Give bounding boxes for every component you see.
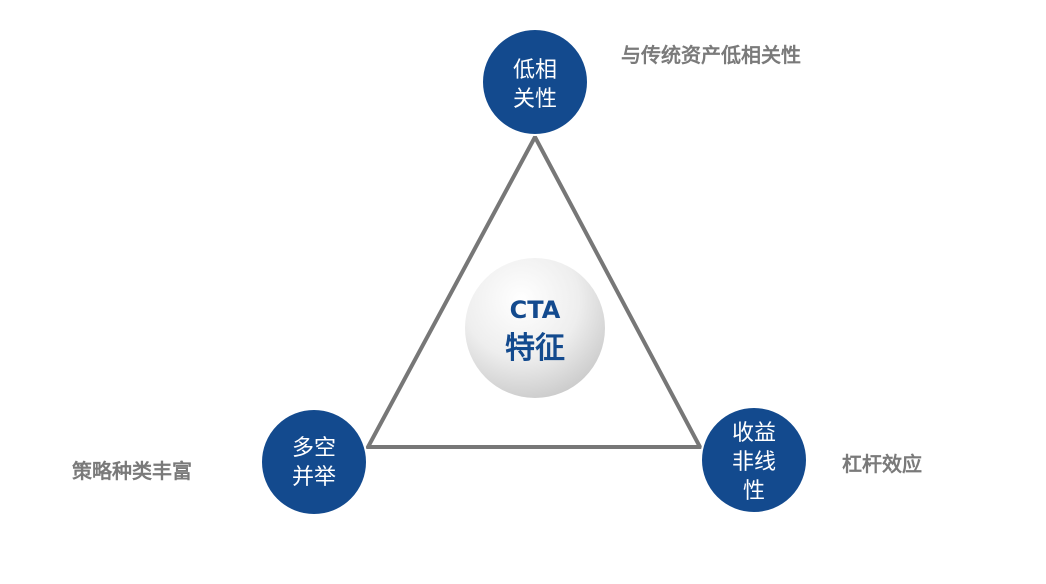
center-title-cta: CTA [510,296,561,324]
top-node-line1: 低相 [513,58,557,83]
right-node-line1: 收益 [732,421,776,446]
left-node-line1: 多空 [292,436,336,461]
right-node-line2: 非线 [732,450,776,475]
top-node: 低相 关性 [481,28,589,136]
left-node: 多空 并举 [260,408,368,516]
top-node-line2: 关性 [513,87,557,112]
right-label: 杠杆效应 [842,452,922,476]
left-label: 策略种类丰富 [72,459,192,483]
center-node: CTA 特征 [465,258,605,398]
connecting-triangle [364,132,704,449]
right-node-line3: 性 [743,479,765,504]
top-label: 与传统资产低相关性 [621,43,801,67]
right-node: 收益 非线 性 [700,406,808,514]
center-circle [465,258,605,398]
top-node-circle [481,28,589,136]
left-node-line2: 并举 [292,465,336,490]
right-node-circle [700,406,808,514]
center-title-feature: 特征 [505,331,565,366]
left-node-circle [260,408,368,516]
